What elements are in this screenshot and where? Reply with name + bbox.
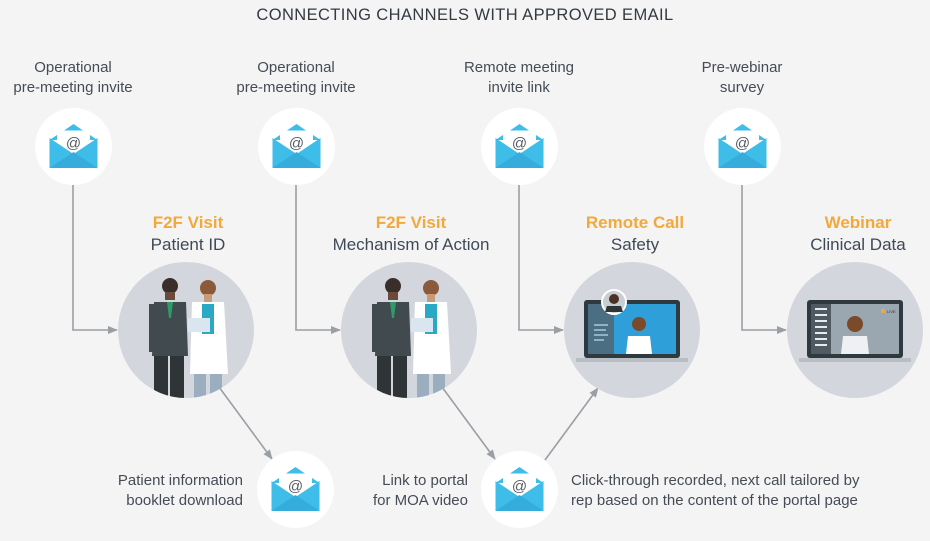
label-line: Click-through recorded, next call tailor… [571, 472, 860, 489]
stage-heading-1: F2F Visit Patient ID [113, 212, 263, 256]
bottom-email-label-3: Click-through recorded, next call tailor… [571, 471, 911, 511]
stage-topic: Clinical Data [810, 235, 906, 254]
bottom-email-label-2: Link to portal for MOA video [300, 471, 468, 511]
webinar-laptop-illustration: LIVE [799, 300, 911, 362]
connector-email3-to-remote [518, 182, 564, 334]
svg-text:@: @ [66, 135, 81, 152]
email-envelope-icon: @ [272, 124, 321, 168]
stage-topic: Patient ID [150, 235, 226, 254]
rep-and-doctor-illustration [149, 278, 228, 398]
stage-node-remote-call[interactable] [564, 262, 700, 398]
email-node-top-3[interactable]: @ [481, 108, 558, 185]
stage-topic: Safety [610, 235, 660, 254]
bottom-email-label-1: Patient information booklet download [60, 471, 243, 511]
svg-text:@: @ [512, 135, 527, 152]
email-envelope-icon: @ [49, 124, 98, 168]
stage-type: F2F Visit [152, 213, 224, 232]
label-line: pre-meeting invite [236, 79, 356, 96]
stage-heading-3: Remote Call Safety [560, 212, 710, 256]
svg-text:@: @ [512, 478, 527, 495]
email-node-top-1[interactable]: @ [35, 108, 112, 185]
email-node-booklet[interactable]: @ [257, 451, 334, 528]
stage-type: Remote Call [585, 213, 685, 232]
svg-text:@: @ [288, 478, 303, 495]
connector-email1-to-f2f1 [72, 182, 118, 334]
connector-portal-email-to-remote [544, 387, 599, 461]
top-email-label-3: Remote meeting invite link [449, 58, 589, 98]
remote-call-laptop-illustration [576, 289, 688, 362]
connector-f2f2-to-portal-email [441, 386, 496, 460]
label-line: survey [719, 79, 765, 96]
stage-node-webinar[interactable]: LIVE [787, 262, 923, 398]
stage-topic: Mechanism of Action [332, 235, 490, 254]
label-line: invite link [488, 79, 550, 96]
label-line: booklet download [126, 492, 243, 509]
diagram-title: CONNECTING CHANNELS WITH APPROVED EMAIL [256, 6, 674, 24]
live-badge: LIVE [887, 309, 896, 314]
stage-heading-2: F2F Visit Mechanism of Action [316, 212, 506, 256]
svg-text:@: @ [289, 135, 304, 152]
label-line: Pre-webinar [701, 59, 783, 76]
connector-f2f1-to-booklet-email [218, 386, 273, 460]
label-line: pre-meeting invite [13, 79, 133, 96]
stage-type: Webinar [824, 213, 892, 232]
email-envelope-icon: @ [495, 467, 544, 511]
email-node-top-4[interactable]: @ [704, 108, 781, 185]
rep-and-doctor-illustration [372, 278, 451, 398]
email-node-top-2[interactable]: @ [258, 108, 335, 185]
connector-email2-to-f2f2 [295, 182, 341, 334]
stage-node-f2f-patient-id[interactable] [118, 262, 254, 398]
svg-text:@: @ [735, 135, 750, 152]
label-line: rep based on the content of the portal p… [571, 492, 858, 509]
label-line: Remote meeting [463, 59, 575, 76]
label-line: Link to portal [382, 472, 468, 489]
top-email-label-1: Operational pre-meeting invite [3, 58, 143, 98]
email-envelope-icon: @ [271, 467, 320, 511]
stage-node-f2f-moa[interactable] [341, 262, 477, 398]
email-node-portal[interactable]: @ [481, 451, 558, 528]
top-email-label-4: Pre-webinar survey [672, 58, 812, 98]
label-line: for MOA video [372, 492, 468, 509]
label-line: Patient information [117, 472, 243, 489]
stage-type: F2F Visit [375, 213, 447, 232]
label-line: Operational [257, 59, 335, 76]
label-line: Operational [34, 59, 112, 76]
stage-heading-4: Webinar Clinical Data [783, 212, 930, 256]
email-envelope-icon: @ [495, 124, 544, 168]
connector-email4-to-webinar [741, 182, 787, 334]
top-email-label-2: Operational pre-meeting invite [226, 58, 366, 98]
email-envelope-icon: @ [718, 124, 767, 168]
